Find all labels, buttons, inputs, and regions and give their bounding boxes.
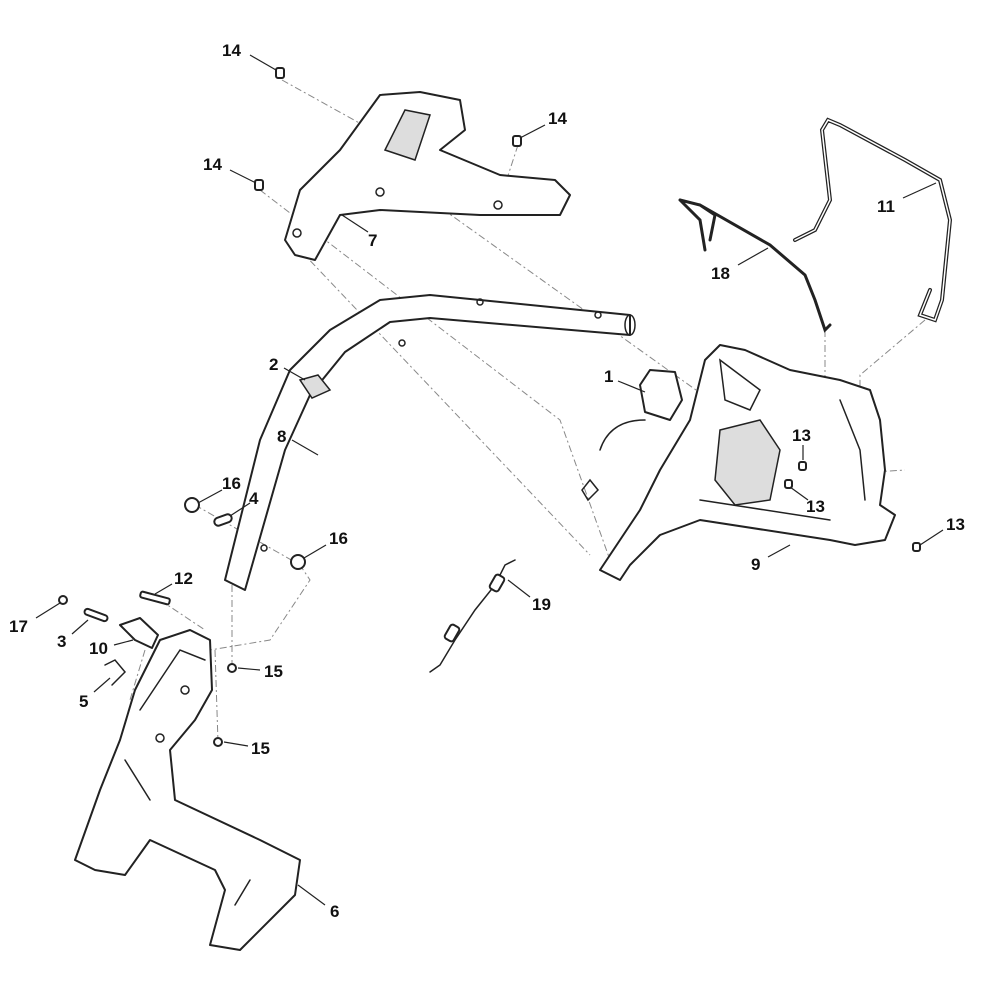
callout-15: 15 xyxy=(264,662,283,681)
part-12-bolt xyxy=(139,590,171,606)
callout-15: 15 xyxy=(251,739,270,758)
callout-16: 16 xyxy=(329,529,348,548)
callout-8: 8 xyxy=(277,427,286,446)
callout-13: 13 xyxy=(806,497,825,516)
part-18-wire xyxy=(678,198,832,333)
callout-11: 11 xyxy=(877,197,895,216)
part-16-washer xyxy=(290,554,306,570)
part-11-bail-inner xyxy=(794,119,951,321)
part-15-nut xyxy=(213,737,223,747)
callout-6: 6 xyxy=(330,902,339,921)
part-7-upper-cover xyxy=(284,91,571,261)
part-6-lower-bracket xyxy=(74,629,301,951)
part-19-cable xyxy=(429,559,516,673)
callout-14: 14 xyxy=(548,109,567,128)
callout-4: 4 xyxy=(249,489,259,508)
callout-3: 3 xyxy=(57,632,66,651)
part-9-handle-frame xyxy=(599,344,896,581)
part-16-washer xyxy=(184,497,200,513)
callout-2: 2 xyxy=(269,355,278,374)
part-8-handle-tube xyxy=(224,294,636,591)
callout-1: 1 xyxy=(604,367,613,386)
callout-13: 13 xyxy=(946,515,965,534)
part-11-bail xyxy=(793,117,953,323)
part-17-nut xyxy=(58,595,68,605)
part-1-switch xyxy=(581,369,683,502)
callout-16: 16 xyxy=(222,474,241,493)
part-3-pin xyxy=(83,607,109,623)
part-4-pin xyxy=(213,513,233,527)
callout-19: 19 xyxy=(532,595,551,614)
callout-12: 12 xyxy=(174,569,193,588)
callout-14: 14 xyxy=(222,41,241,60)
callout-14: 14 xyxy=(203,155,222,174)
callout-13: 13 xyxy=(792,426,811,445)
callout-labels: 14 14 14 7 11 18 2 1 8 13 13 13 16 4 16 … xyxy=(9,41,965,921)
part-14-screws xyxy=(254,67,522,191)
callout-10: 10 xyxy=(89,639,108,658)
callout-5: 5 xyxy=(79,692,88,711)
part-15-nut xyxy=(227,663,237,673)
callout-7: 7 xyxy=(368,231,377,250)
part-10-lever xyxy=(119,617,159,649)
callout-17: 17 xyxy=(9,617,28,636)
callout-9: 9 xyxy=(751,555,760,574)
callout-leaders xyxy=(35,54,944,906)
callout-18: 18 xyxy=(711,264,730,283)
part-13-screws xyxy=(784,461,921,552)
part-2-cap xyxy=(298,374,332,399)
part-5-spring xyxy=(104,659,127,686)
